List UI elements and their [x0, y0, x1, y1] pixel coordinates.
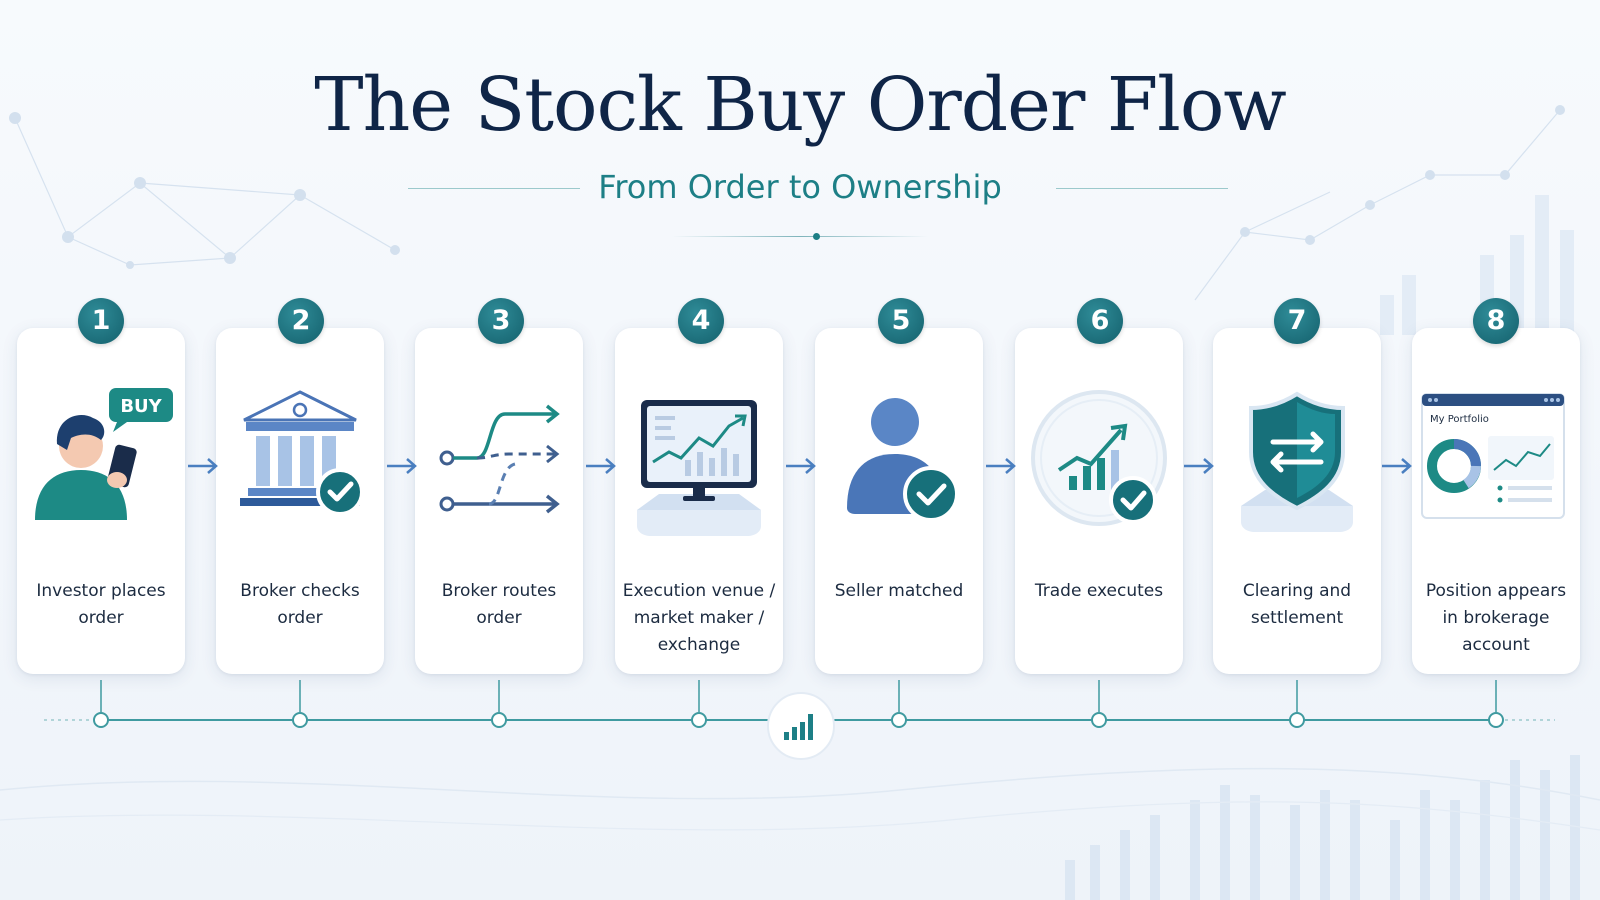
- flow-arrow-icon: [387, 458, 417, 474]
- title-divider: [672, 236, 928, 237]
- bar-chart-icon: [784, 714, 813, 740]
- investor-phone-icon: BUY: [35, 388, 173, 520]
- step-number-7: 7: [1274, 298, 1320, 344]
- flow-arrow-icon: [188, 458, 218, 474]
- portfolio-title: My Portfolio: [1430, 414, 1489, 425]
- timeline: [44, 680, 1555, 760]
- step-number-3: 3: [478, 298, 524, 344]
- step-label-8: Position appears in brokerage account: [1425, 581, 1567, 655]
- flow-arrow-icon: [1382, 458, 1412, 474]
- step-number-8: 8: [1473, 298, 1519, 344]
- step-label-3: Broker routes order: [441, 581, 557, 628]
- step-number-5: 5: [878, 298, 924, 344]
- timeline-node: [292, 712, 308, 728]
- step-label-1: Investor places order: [36, 581, 166, 628]
- portfolio-screen-icon: My Portfolio: [1421, 393, 1565, 519]
- timeline-node: [691, 712, 707, 728]
- timeline-node: [1488, 712, 1504, 728]
- step-card-2: Broker checks order: [216, 328, 384, 674]
- flow-arrow-icon: [586, 458, 616, 474]
- timeline-node: [1091, 712, 1107, 728]
- flow-arrow-icon: [1184, 458, 1214, 474]
- step-label-4: Execution venue / market maker / exchang…: [622, 581, 776, 655]
- chart-check-icon: [1031, 390, 1167, 526]
- step-card-4: Execution venue / market maker / exchang…: [615, 328, 783, 674]
- subtitle-right-line: [1056, 188, 1228, 189]
- monitor-chart-icon: [637, 400, 761, 536]
- timeline-node: [891, 712, 907, 728]
- buy-badge-text: BUY: [120, 396, 162, 417]
- timeline-node: [491, 712, 507, 728]
- shield-transfer-icon: [1241, 391, 1353, 532]
- timeline-node: [93, 712, 109, 728]
- bank-check-icon: [240, 390, 364, 516]
- step-card-7: Clearing and settlement: [1213, 328, 1381, 674]
- step-number-1: 1: [78, 298, 124, 344]
- timeline-node: [1289, 712, 1305, 728]
- divider-dot: [813, 233, 820, 240]
- step-card-6: Trade executes: [1015, 328, 1183, 674]
- step-label-2: Broker checks order: [240, 581, 360, 628]
- step-card-5: Seller matched: [815, 328, 983, 674]
- user-check-icon: [847, 398, 959, 522]
- step-card-3: Broker routes order: [415, 328, 583, 674]
- step-label-7: Clearing and settlement: [1242, 581, 1352, 628]
- page-subtitle: From Order to Ownership: [598, 168, 1002, 206]
- step-number-2: 2: [278, 298, 324, 344]
- step-number-4: 4: [678, 298, 724, 344]
- subtitle-row: From Order to Ownership: [0, 168, 1600, 208]
- step-card-1: BUY Investor places order: [17, 328, 185, 674]
- subtitle-left-line: [408, 188, 580, 189]
- page-title: The Stock Buy Order Flow: [314, 62, 1287, 148]
- step-label-6: Trade executes: [1034, 581, 1164, 601]
- step-card-8: My Portfolio Position appears in brokera…: [1412, 328, 1580, 674]
- flow-arrow-icon: [786, 458, 816, 474]
- routing-arrows-icon: [439, 404, 560, 514]
- step-number-6: 6: [1077, 298, 1123, 344]
- step-label-5: Seller matched: [834, 581, 964, 601]
- flow-arrow-icon: [986, 458, 1016, 474]
